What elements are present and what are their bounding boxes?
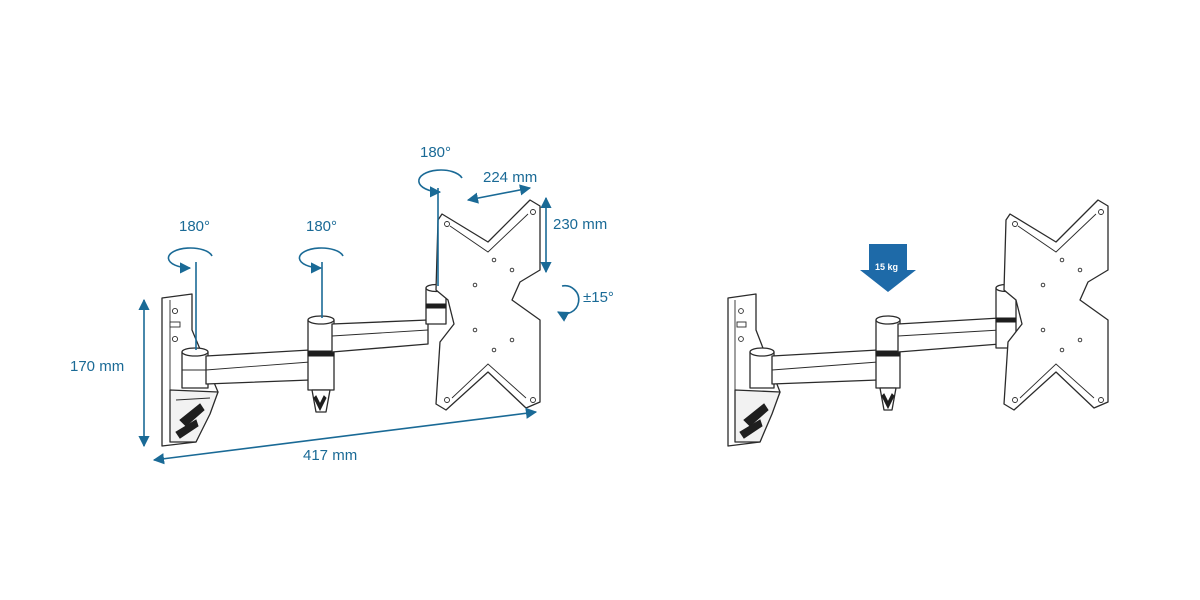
vesa-plate-right [1003, 199, 1109, 411]
depth-label: 417 mm [303, 447, 357, 464]
head-rotation-label: 180° [420, 144, 451, 161]
vesa-plate [435, 199, 541, 411]
wall-rotation-label: 180° [179, 218, 210, 235]
tilt-rotation-arrow-icon [557, 284, 580, 322]
weight-arrow-icon [860, 244, 916, 292]
second-arm [331, 319, 429, 353]
tilt-label: ±15° [583, 289, 614, 306]
wall-rotation-arrow-icon [167, 247, 213, 350]
middle-rotation-label: 180° [306, 218, 337, 235]
middle-pivot [307, 315, 335, 413]
first-arm [205, 349, 311, 385]
first-arm-right [771, 349, 879, 385]
vesa-width-dimension-arrow-icon [466, 184, 532, 204]
height-label: 170 mm [70, 358, 124, 375]
head-rotation-arrow-icon [418, 169, 463, 286]
vesa-width-label: 224 mm [483, 169, 537, 186]
wall-pivot [181, 347, 209, 389]
depth-dimension-arrow-icon [152, 407, 538, 465]
vesa-height-label: 230 mm [553, 216, 607, 233]
mount-right: 15 kg [727, 199, 1109, 447]
max-weight-label: 15 kg [875, 262, 898, 272]
middle-rotation-arrow-icon [298, 247, 344, 318]
middle-pivot-right [875, 315, 901, 411]
mount-left: 170 mm 417 mm 224 mm 230 mm 180° 180° 18… [70, 144, 614, 465]
